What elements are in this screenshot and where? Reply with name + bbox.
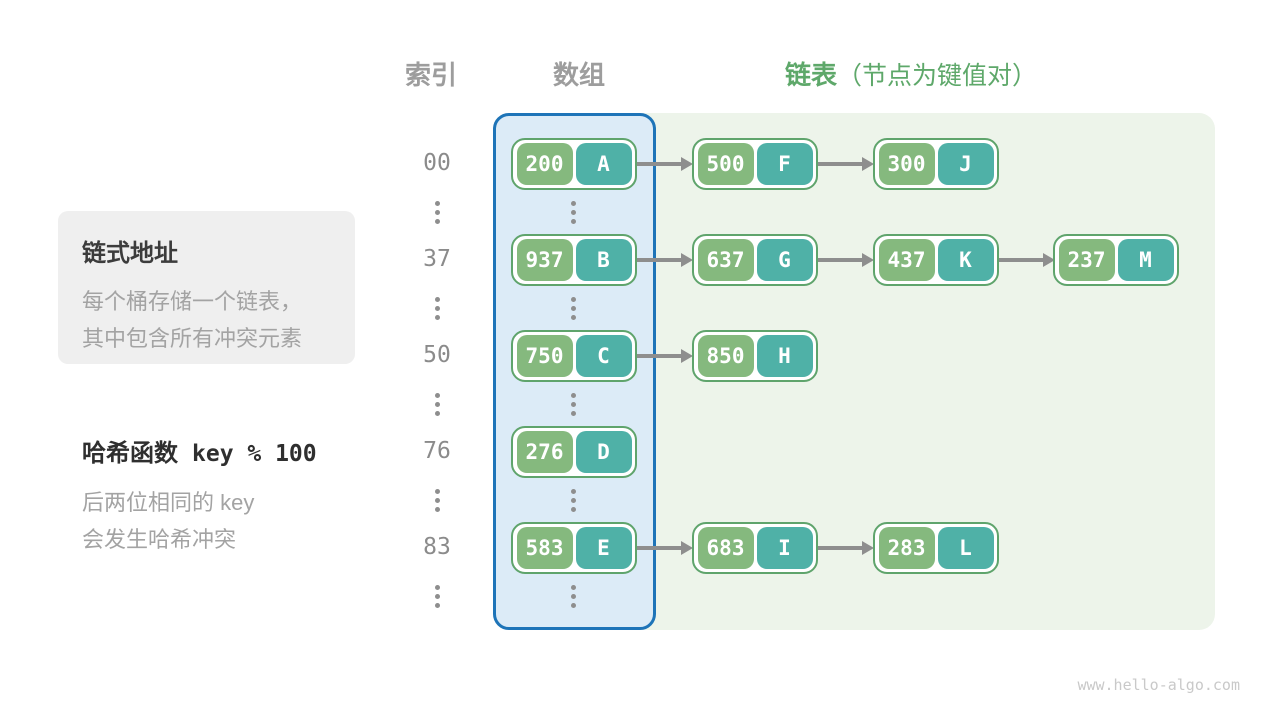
node-key: 683 xyxy=(697,527,754,569)
bucket-index: 00 xyxy=(423,150,451,176)
linked-list-note: （节点为键值对） xyxy=(837,62,1038,90)
column-header-linked-list: 链表（节点为键值对） xyxy=(785,55,1037,92)
array-ellipsis-dots xyxy=(570,393,576,416)
arrow-icon xyxy=(637,348,693,364)
arrow-shaft xyxy=(637,258,683,262)
array-ellipsis-dots xyxy=(570,297,576,320)
chaining-note-title: 链式地址 xyxy=(82,240,178,267)
chaining-note-line2: 其中包含所有冲突元素 xyxy=(82,326,303,351)
arrow-head xyxy=(681,541,693,555)
node-value: L xyxy=(937,527,994,569)
array-ellipsis-dots xyxy=(570,489,576,512)
hash-function-title: 哈希函数 key % 100 xyxy=(82,433,382,468)
watermark: www.hello-algo.com xyxy=(1077,676,1240,694)
arrow-icon xyxy=(818,252,874,268)
hash-function-label: 哈希函数 xyxy=(82,440,178,467)
array-ellipsis-dots xyxy=(570,585,576,608)
arrow-head xyxy=(681,157,693,171)
arrow-shaft xyxy=(818,258,864,262)
node-value: H xyxy=(756,335,813,377)
arrow-shaft xyxy=(818,162,864,166)
chaining-note-line1: 每个桶存储一个链表， xyxy=(82,289,303,314)
chaining-note-body: 每个桶存储一个链表， 其中包含所有冲突元素 xyxy=(82,283,302,357)
arrow-head xyxy=(681,253,693,267)
index-ellipsis-dots xyxy=(434,393,440,416)
column-header-index: 索引 xyxy=(405,60,458,90)
node-key: 300 xyxy=(878,143,935,185)
index-ellipsis-dots xyxy=(434,489,440,512)
node-key: 500 xyxy=(697,143,754,185)
node-value: K xyxy=(937,239,994,281)
arrow-shaft xyxy=(637,162,683,166)
index-ellipsis-dots xyxy=(434,201,440,224)
array-ellipsis-dots xyxy=(570,201,576,224)
arrow-shaft xyxy=(999,258,1045,262)
bucket-index: 50 xyxy=(423,342,451,368)
index-ellipsis-dots xyxy=(434,585,440,608)
node-value: F xyxy=(756,143,813,185)
node-key: 750 xyxy=(516,335,573,377)
bucket-index: 37 xyxy=(423,246,451,272)
node-value: B xyxy=(575,239,632,281)
node-key: 437 xyxy=(878,239,935,281)
node-key: 937 xyxy=(516,239,573,281)
arrow-icon xyxy=(818,540,874,556)
arrow-head xyxy=(862,541,874,555)
arrow-head xyxy=(862,157,874,171)
arrow-icon xyxy=(637,252,693,268)
hash-function-body: 后两位相同的 key 会发生哈希冲突 xyxy=(82,484,382,558)
hash-function-note: 哈希函数 key % 100 后两位相同的 key 会发生哈希冲突 xyxy=(82,433,382,558)
arrow-head xyxy=(862,253,874,267)
arrow-icon xyxy=(637,540,693,556)
node-key: 276 xyxy=(516,431,573,473)
arrow-icon xyxy=(999,252,1055,268)
chaining-note-box: 链式地址 每个桶存储一个链表， 其中包含所有冲突元素 xyxy=(58,211,355,364)
bucket-index: 76 xyxy=(423,438,451,464)
node-value: G xyxy=(756,239,813,281)
hash-function-line2: 会发生哈希冲突 xyxy=(82,527,237,552)
linked-list-label: 链表 xyxy=(785,60,838,90)
arrow-icon xyxy=(818,156,874,172)
node-value: D xyxy=(575,431,632,473)
node-key: 637 xyxy=(697,239,754,281)
node-value: E xyxy=(575,527,632,569)
index-ellipsis-dots xyxy=(434,297,440,320)
hash-function-formula: key % 100 xyxy=(192,441,317,467)
node-key: 850 xyxy=(697,335,754,377)
arrow-shaft xyxy=(637,546,683,550)
node-value: I xyxy=(756,527,813,569)
node-value: A xyxy=(575,143,632,185)
node-value: J xyxy=(937,143,994,185)
arrow-shaft xyxy=(818,546,864,550)
hash-function-line1: 后两位相同的 key xyxy=(82,490,255,515)
node-key: 237 xyxy=(1058,239,1115,281)
node-value: C xyxy=(575,335,632,377)
node-key: 200 xyxy=(516,143,573,185)
arrow-head xyxy=(1043,253,1055,267)
arrow-shaft xyxy=(637,354,683,358)
bucket-index: 83 xyxy=(423,534,451,560)
node-key: 583 xyxy=(516,527,573,569)
node-value: M xyxy=(1117,239,1174,281)
arrow-head xyxy=(681,349,693,363)
arrow-icon xyxy=(637,156,693,172)
column-header-array: 数组 xyxy=(553,60,606,90)
node-key: 283 xyxy=(878,527,935,569)
